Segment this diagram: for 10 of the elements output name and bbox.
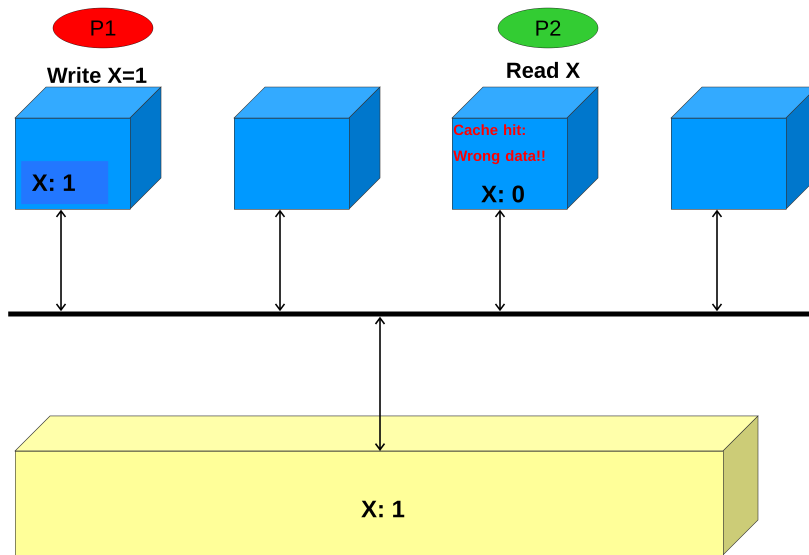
- double-arrow: [712, 210, 722, 312]
- value-box: X: 1: [21, 161, 108, 204]
- double-arrow: [274, 210, 286, 312]
- operation-label: Read X: [507, 62, 580, 78]
- double-arrow: [494, 210, 506, 312]
- double-arrow: [56, 210, 66, 312]
- value-text: X: 0: [481, 186, 524, 202]
- warning-text: Cache hit: Wrong data!!: [453, 124, 544, 164]
- double-arrow: [374, 316, 386, 451]
- operation-label: Write X=1: [46, 66, 146, 84]
